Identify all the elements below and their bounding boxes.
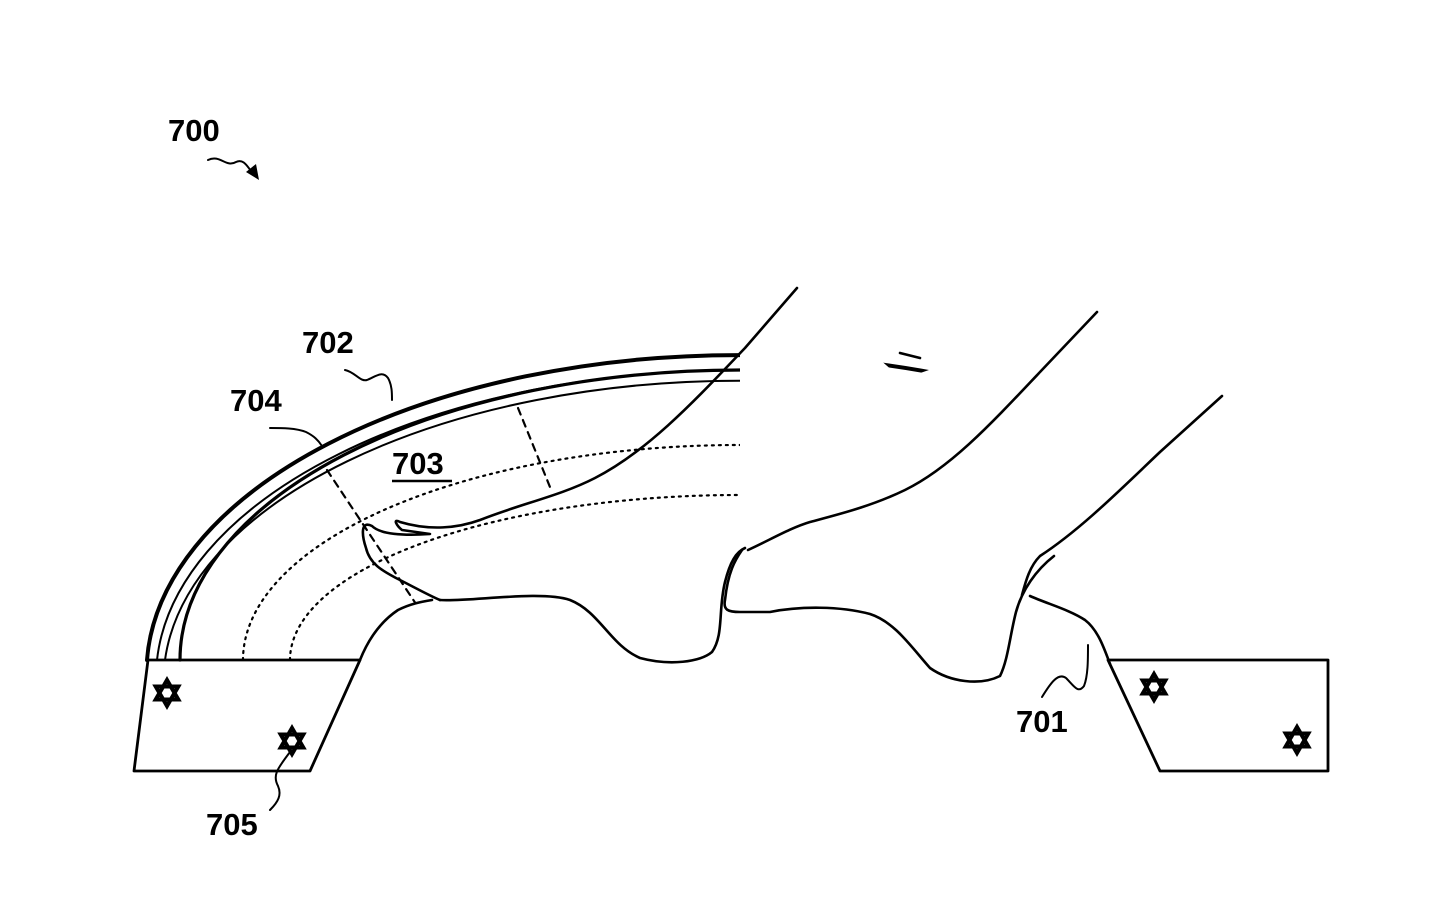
leader-704	[269, 427, 323, 447]
leader-702	[344, 369, 393, 401]
label-703: 703	[392, 446, 444, 481]
label-705: 705	[206, 807, 258, 842]
star-of-david-icon	[1282, 723, 1312, 757]
foot-rear	[358, 286, 799, 664]
label-704: 704	[230, 383, 282, 418]
label-702: 702	[302, 325, 354, 360]
base-right	[1106, 658, 1330, 773]
label-701: 701	[1016, 704, 1068, 739]
star-of-david-icon	[1139, 670, 1169, 704]
leader-700	[207, 157, 253, 173]
leader-705	[269, 751, 291, 811]
base-left	[132, 658, 362, 773]
star-of-david-icon	[277, 724, 307, 758]
label-700: 700	[168, 113, 220, 148]
star-of-david-icon	[152, 676, 182, 710]
platform-grid	[241, 400, 1239, 660]
bowl-housing	[145, 353, 1332, 662]
foot-front	[723, 310, 1224, 683]
leader-701	[1041, 644, 1089, 698]
arrowhead-700	[246, 164, 259, 180]
